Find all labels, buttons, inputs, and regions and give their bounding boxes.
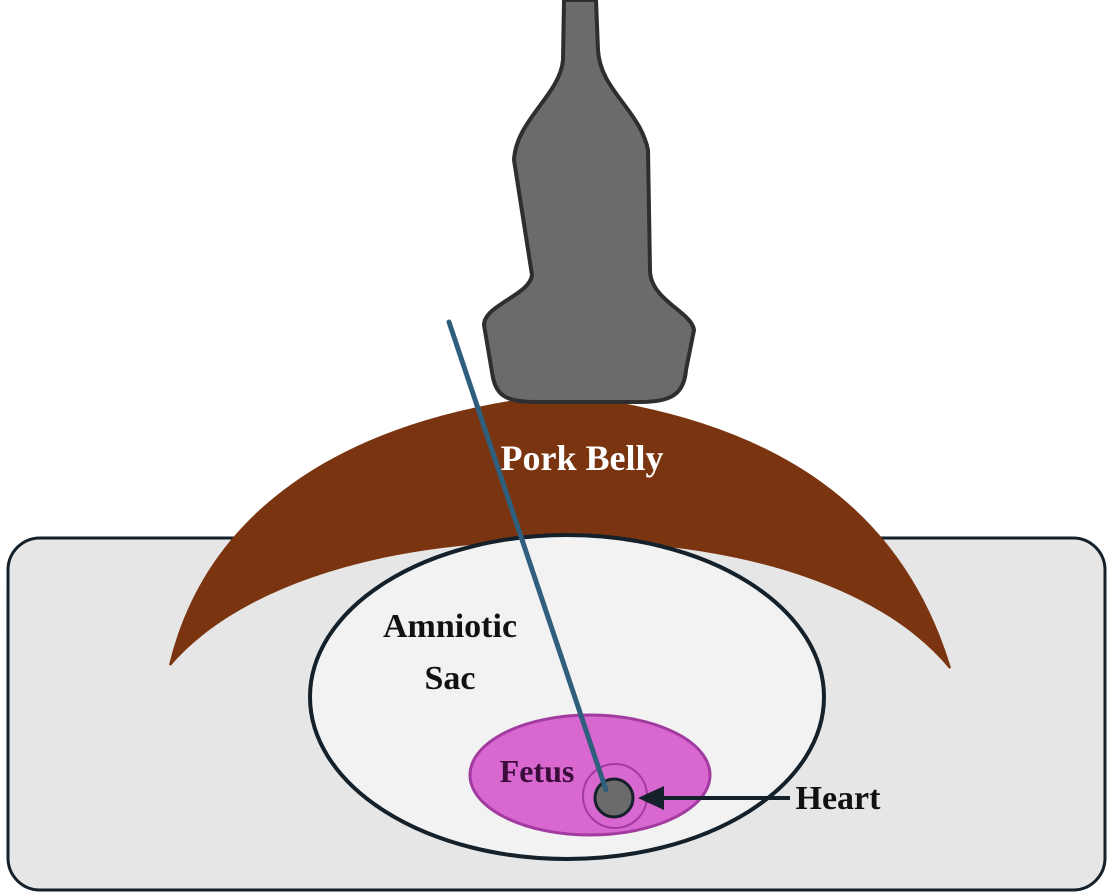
heart-arrow-head [638, 786, 664, 810]
needle [446, 319, 609, 793]
pork-belly-label: Pork Belly [501, 438, 664, 478]
heart [593, 777, 635, 819]
heart-label: Heart [796, 780, 882, 817]
amniotic-sac-label-line1: Amniotic [383, 608, 517, 645]
fetus-label: Fetus [500, 753, 575, 789]
ultrasound-probe [481, 0, 697, 404]
pork-belly [169, 393, 951, 669]
amniotic-sac-label-line2: Sac [425, 660, 476, 697]
